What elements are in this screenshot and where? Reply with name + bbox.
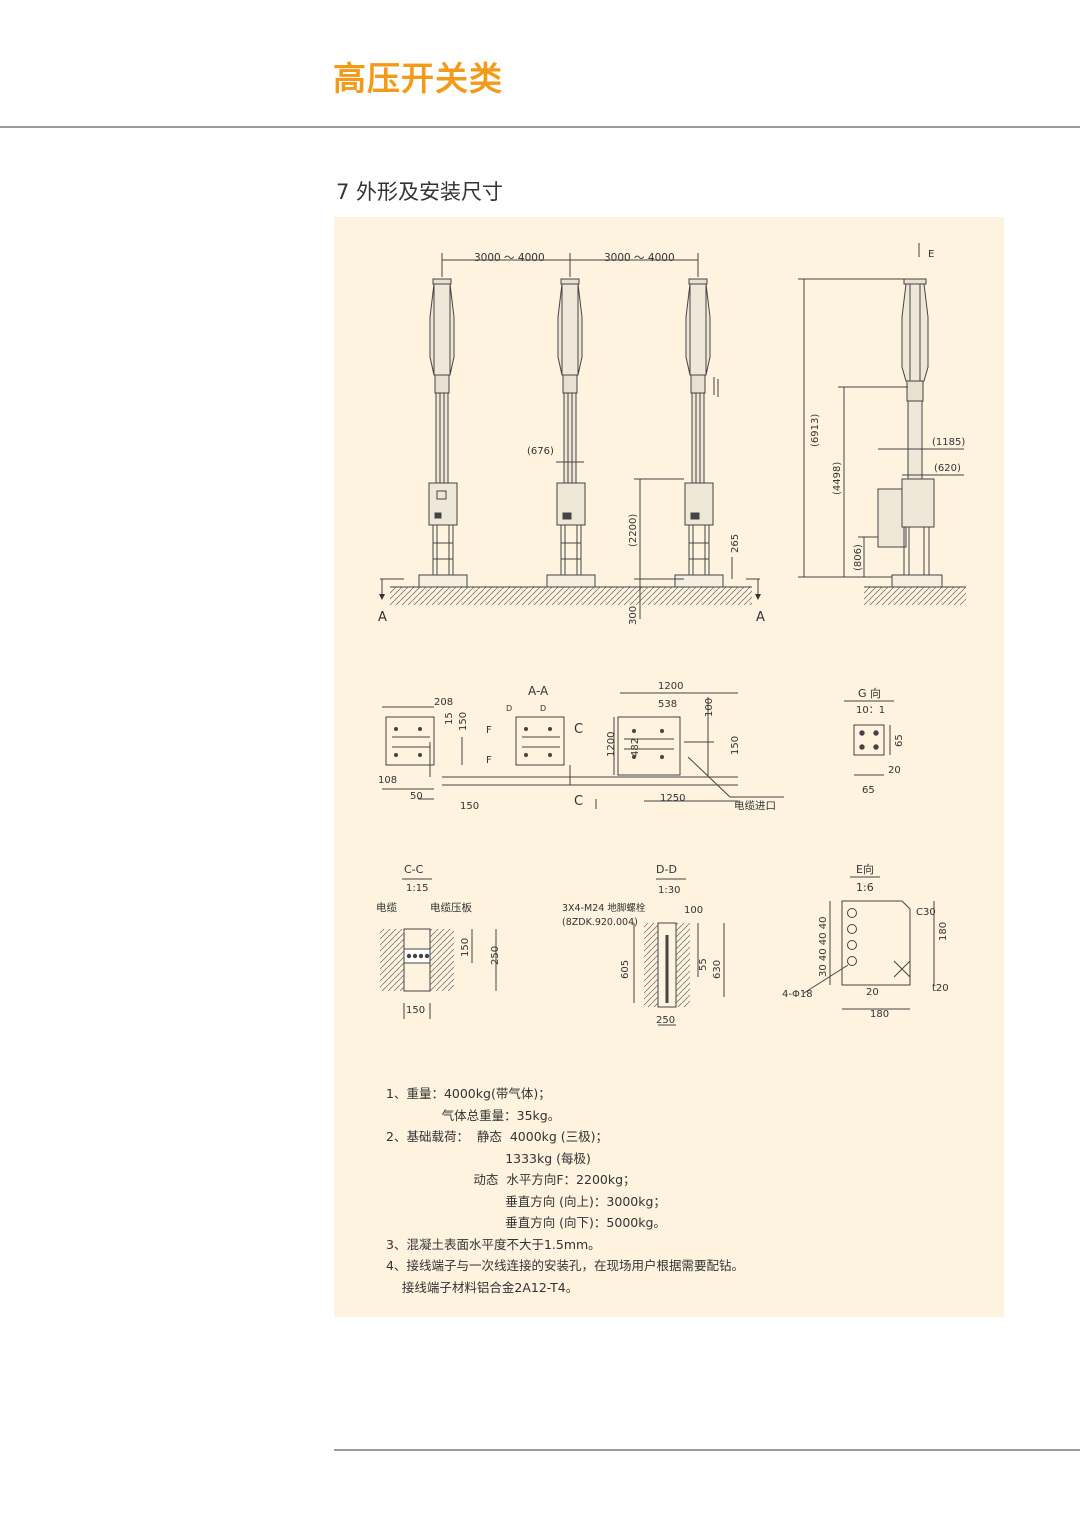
view-mark-e: E (928, 249, 934, 260)
plan-title: A-A (528, 684, 549, 698)
e-dim-t20: t20 (932, 983, 949, 994)
cc-dim-250: 250 (490, 946, 501, 965)
e-view (803, 876, 935, 1010)
note-line: 动态 水平方向F：2200kg； (386, 1172, 636, 1187)
dim-50: 50 (410, 791, 423, 802)
g-dim-20: 20 (888, 765, 901, 776)
section-mark-a-right: A (756, 610, 765, 625)
dim-538: 538 (658, 699, 677, 710)
cc-label-cable: 电缆 (376, 901, 397, 914)
dim-4498: (4498) (832, 462, 843, 495)
front-elevation (379, 253, 761, 619)
e-dim-180a: 180 (938, 922, 949, 941)
cc-dim-150a: 150 (460, 938, 471, 957)
dd-dim-100: 100 (684, 905, 703, 916)
plan-a-a (382, 692, 784, 809)
footer-divider (334, 1449, 1080, 1451)
cc-scale: 1:15 (406, 883, 428, 894)
dim-265: 265 (730, 534, 741, 553)
dim-2200: (2200) (628, 514, 639, 547)
technical-drawing: 3000 ～ 4000 3000 ～ 4000 (676) (2200) 265… (376, 243, 966, 1026)
dim-spacing-2: 3000 ～ 4000 (604, 252, 675, 264)
e-view-scale: 1:6 (856, 881, 874, 894)
dim-150c: 150 (730, 736, 741, 755)
dim-1200b: 1200 (606, 732, 617, 757)
dim-482: 482 (630, 738, 641, 757)
section-d-d (633, 878, 725, 1026)
pole-1 (418, 278, 468, 588)
pole-2 (546, 278, 596, 588)
g-view (844, 700, 894, 776)
section-mark-c2: C (574, 794, 583, 809)
note-line: 气体总重量：35kg。 (386, 1107, 561, 1123)
cable-inlet-label: 电缆进口 (734, 799, 776, 812)
section-mark-f2: F (486, 755, 492, 766)
dim-620: (620) (934, 463, 961, 474)
notes-block: 1、重量：4000kg(带气体)； 气体总重量：35kg。 2、基础载荷： 静态… (386, 1083, 744, 1298)
note-line: 接线端子材料铝合金2A12-T4。 (386, 1279, 579, 1295)
note-line: 3、混凝土表面水平度不大于1.5mm。 (386, 1236, 601, 1252)
dim-15: 15 (444, 712, 455, 725)
page-header-title: 高压开关类 (333, 59, 503, 98)
dd-bolt-code: (8ZDK.920.004) (562, 917, 638, 928)
dim-spacing-1: 3000 ～ 4000 (474, 252, 545, 264)
dd-bolt-label: 3X4-M24 地脚螺栓 (562, 902, 646, 914)
dd-dim-250: 250 (656, 1015, 675, 1026)
section-mark-f1: F (486, 725, 492, 736)
dim-150b: 150 (460, 801, 479, 812)
e-dim-20: 20 (866, 987, 879, 998)
header-divider (0, 126, 1080, 128)
dim-676: (676) (527, 446, 554, 457)
section-c-c (380, 878, 497, 1019)
section-mark-c1: C (574, 722, 583, 737)
dim-108: 108 (378, 775, 397, 786)
dim-1250: 1250 (660, 793, 685, 804)
e-dim-stack: 30 40 40 40 (818, 917, 829, 977)
g-view-title: G 向 (858, 686, 881, 700)
g-view-scale: 10：1 (856, 705, 885, 716)
dd-dim-55: 55 (698, 958, 709, 971)
dim-1200a: 1200 (658, 681, 683, 692)
note-line: 1、重量：4000kg(带气体)； (386, 1086, 551, 1101)
dd-scale: 1:30 (658, 885, 680, 896)
dim-150a: 150 (458, 712, 469, 731)
g-dim-65a: 65 (894, 734, 905, 747)
dim-1185: (1185) (932, 437, 965, 448)
dim-300: 300 (628, 606, 639, 625)
note-line: 2、基础载荷： 静态 4000kg (三极)； (386, 1129, 609, 1144)
e-dim-c30: C30 (916, 907, 936, 918)
cc-label-plate: 电缆压板 (430, 901, 472, 914)
note-line: 4、接线端子与一次线连接的安装孔，在现场用户根据需要配钻。 (386, 1258, 744, 1273)
note-line: 1333kg (每极) (386, 1150, 591, 1166)
g-dim-65b: 65 (862, 785, 875, 796)
cc-dim-150b: 150 (406, 1005, 425, 1016)
e-dim-holes: 4-Φ18 (782, 989, 813, 1000)
dd-dim-605: 605 (620, 960, 631, 979)
section-mark-d2: D (540, 704, 546, 713)
section-mark-d1: D (506, 704, 512, 713)
pole-3 (674, 278, 724, 588)
cc-title: C-C (404, 863, 424, 876)
dim-6913: (6913) (810, 414, 821, 447)
note-line: 垂直方向 (向下)：5000kg。 (386, 1215, 666, 1230)
e-dim-180b: 180 (870, 1009, 889, 1020)
section-mark-a-left: A (378, 610, 387, 625)
dim-208: 208 (434, 697, 453, 708)
note-line: 垂直方向 (向上)：3000kg； (386, 1193, 666, 1209)
drawing-panel: 3000 ～ 4000 3000 ～ 4000 (676) (2200) 265… (334, 217, 1004, 1317)
section-title: 7 外形及安装尺寸 (336, 180, 504, 204)
side-elevation (798, 243, 966, 605)
dd-dim-630: 630 (712, 960, 723, 979)
e-view-title: E向 (856, 862, 874, 876)
dim-806: (806) (853, 544, 864, 571)
dd-title: D-D (656, 863, 677, 876)
dim-100: 100 (704, 698, 715, 717)
